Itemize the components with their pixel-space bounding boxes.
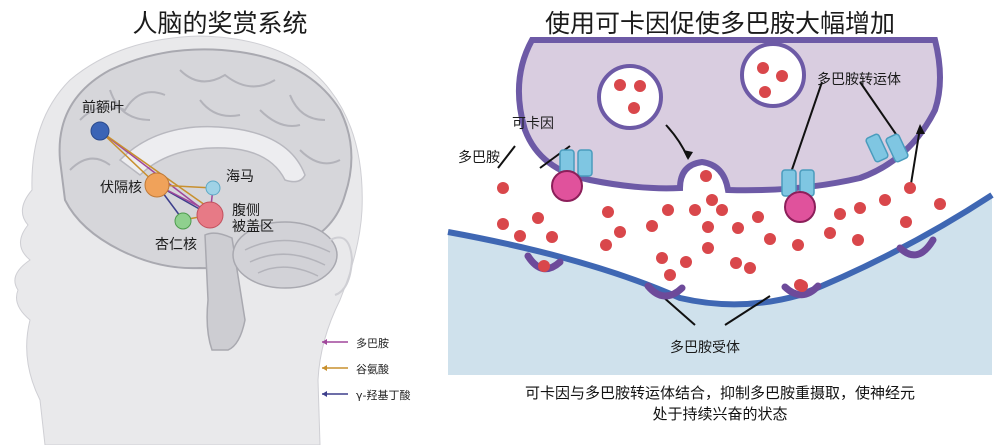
cerebellum <box>232 221 338 289</box>
dopamine-bound <box>538 260 808 292</box>
legend-ghb: γ-羟基丁酸 <box>356 389 411 402</box>
cocaine-molecules <box>551 170 816 223</box>
vta-node <box>196 201 224 229</box>
synapse-illustration <box>447 37 994 375</box>
legend-glutamate: 谷氨酸 <box>356 363 389 376</box>
ear <box>329 236 354 296</box>
arrowheads <box>683 124 925 160</box>
brain-gyri <box>69 69 341 171</box>
receptor-label: 多巴胺受体 <box>670 340 740 356</box>
dopamine-free <box>497 170 946 291</box>
synaptic-vesicles <box>597 42 806 130</box>
cocaine-label: 可卡因 <box>512 116 554 132</box>
transporter-label: 多巴胺转运体 <box>817 72 901 88</box>
dopamine-label: 多巴胺 <box>458 150 500 166</box>
prefrontal-label: 前额叶 <box>82 100 124 116</box>
vta-label-line2: 被盖区 <box>232 219 274 235</box>
brain-illustration <box>14 35 363 445</box>
right-panel-title: 使用可卡因促使多巴胺大幅增加 <box>544 9 895 38</box>
left-panel-title: 人脑的奖赏系统 <box>132 9 308 38</box>
brain-cortex <box>58 48 353 270</box>
hippocampus-node <box>205 180 221 196</box>
dopamine-transporters <box>559 133 909 197</box>
prefrontal-node <box>90 121 110 141</box>
postsynaptic-cell <box>448 195 992 375</box>
left-panel: 人脑的奖赏系统 <box>0 0 440 445</box>
caption-line-1: 可卡因与多巴胺转运体结合，抑制多巴胺重摄取，使神经元 <box>524 384 915 402</box>
vta-label-line1: 腹侧 <box>232 203 260 219</box>
nucleus-accumbens-node <box>144 172 170 198</box>
hippocampus-label: 海马 <box>226 169 254 185</box>
corpus-callosum <box>118 125 306 183</box>
nucleus-accumbens-label: 伏隔核 <box>100 180 142 196</box>
right-panel: 使用可卡因促使多巴胺大幅增加 <box>440 0 1000 445</box>
amygdala-label: 杏仁核 <box>155 237 197 253</box>
caption-line-2: 处于持续兴奋的状态 <box>652 405 788 423</box>
legend-dopamine: 多巴胺 <box>356 337 389 350</box>
legend-lines <box>322 339 348 397</box>
amygdala-node <box>174 212 192 230</box>
